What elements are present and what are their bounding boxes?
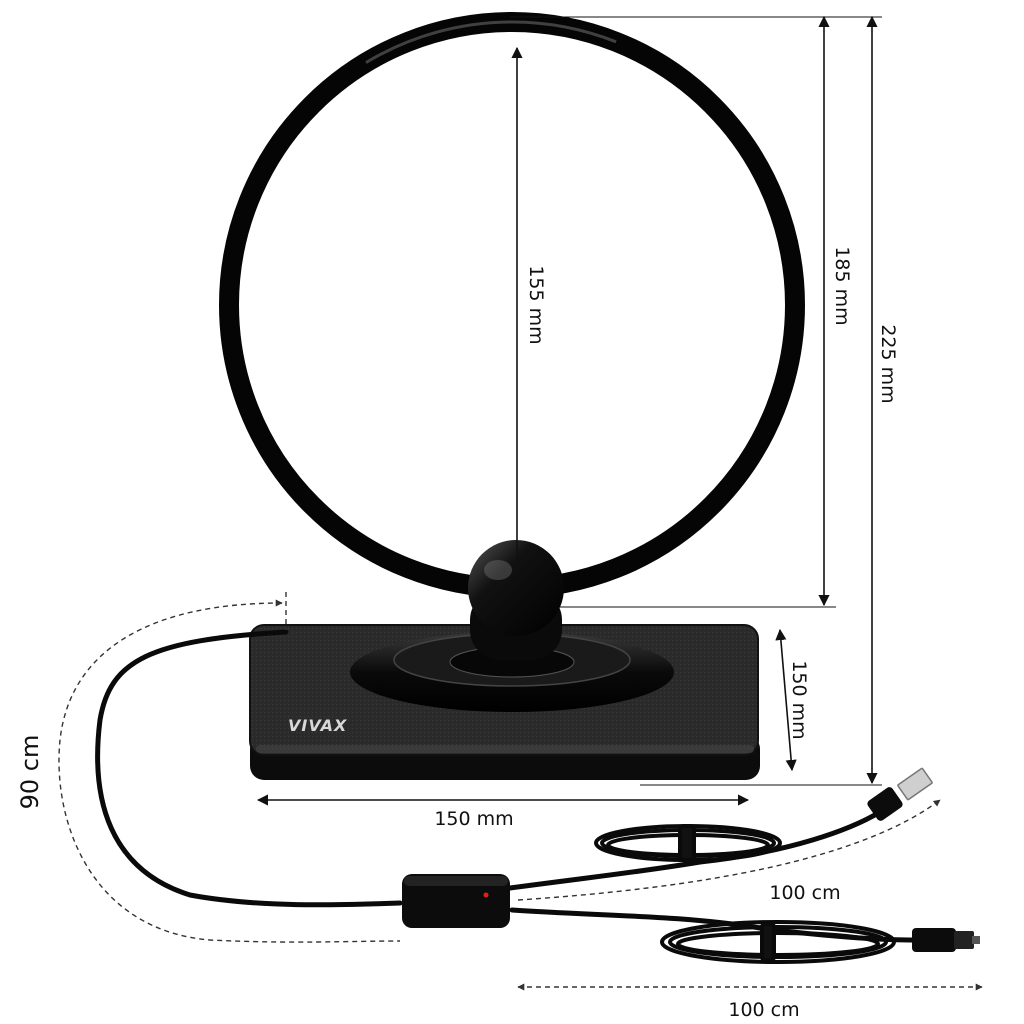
cable-length-guides <box>58 592 983 991</box>
dimension-label-loop-outer: 185 mm <box>831 246 853 325</box>
usb-plug <box>867 767 933 821</box>
dimension-label-base-width: 150 mm <box>434 808 513 830</box>
coax-cable-coil <box>660 920 896 964</box>
dimension-label-base-depth: 150 mm <box>788 660 810 739</box>
dimension-lines <box>256 15 882 806</box>
coax-plug <box>912 928 980 952</box>
dimension-label-loop-inner: 155 mm <box>525 265 547 344</box>
loop-antenna <box>219 12 805 598</box>
power-led <box>483 892 489 898</box>
dimension-label-total-height: 225 mm <box>877 324 899 403</box>
amplifier-box <box>402 874 510 928</box>
ball-joint <box>468 540 564 660</box>
dimension-label-cable-90cm: 90 cm <box>16 735 44 810</box>
usb-cable-coil <box>594 824 782 862</box>
dimension-label-coax-cable: 100 cm <box>728 999 799 1021</box>
dimension-label-usb-cable: 100 cm <box>769 882 840 904</box>
brand-logo: VIVAX <box>288 716 347 735</box>
